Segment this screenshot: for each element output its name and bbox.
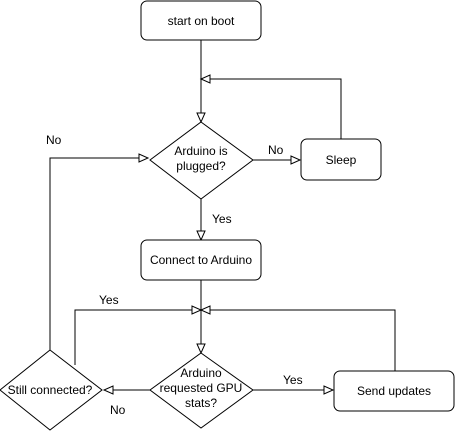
node-send-updates [333,370,455,412]
node-arduino-plugged-line1: Arduino is [174,144,227,158]
edge-send-to-loop [205,309,396,371]
node-start-on-boot-label: start on boot [168,14,235,28]
edge-label-plugged-yes: Yes [212,212,232,226]
node-requested-gpu-stats-line2: requested GPU [160,381,243,395]
arrowhead-requested-to-still [102,385,114,395]
node-requested-gpu-stats-line1: Arduino [180,366,222,380]
node-start-on-boot [140,0,262,41]
edge-label-still-no: No [46,133,62,147]
node-requested-gpu-stats-line3: stats? [185,396,217,410]
arrowhead-plugged-to-connect [196,230,206,242]
edge-label-plugged-no: No [268,143,284,157]
arrowhead-start-to-plugged [196,112,206,124]
edge-label-requested-no: No [110,403,126,417]
node-sleep [300,138,382,181]
node-sleep-label: Sleep [326,153,357,167]
arrowhead-still-to-loop [191,305,203,315]
arrowhead-still-to-plugged [138,153,150,163]
arrowhead-plugged-to-sleep [290,155,302,165]
node-arduino-plugged-line2: plugged? [176,159,226,173]
node-send-updates-label: Send updates [357,384,431,398]
node-requested-gpu-stats [149,352,254,429]
node-still-connected [0,349,103,431]
edge-still-to-loop [74,309,197,365]
arrowhead-send-to-loop [199,305,211,315]
edge-label-still-yes: Yes [99,293,119,307]
arrowhead-sleep-to-loop [199,74,211,84]
arrowhead-connect-to-requested [196,343,206,355]
edge-sleep-to-loop [205,78,342,139]
node-still-connected-label: Still connected? [8,383,93,397]
arrowhead-requested-to-send [323,385,335,395]
node-connect-arduino-label: Connect to Arduino [150,253,252,267]
node-connect-arduino [140,239,262,281]
edge-label-requested-yes: Yes [283,373,303,387]
node-arduino-plugged [149,121,254,200]
edge-still-to-plugged [49,157,144,350]
